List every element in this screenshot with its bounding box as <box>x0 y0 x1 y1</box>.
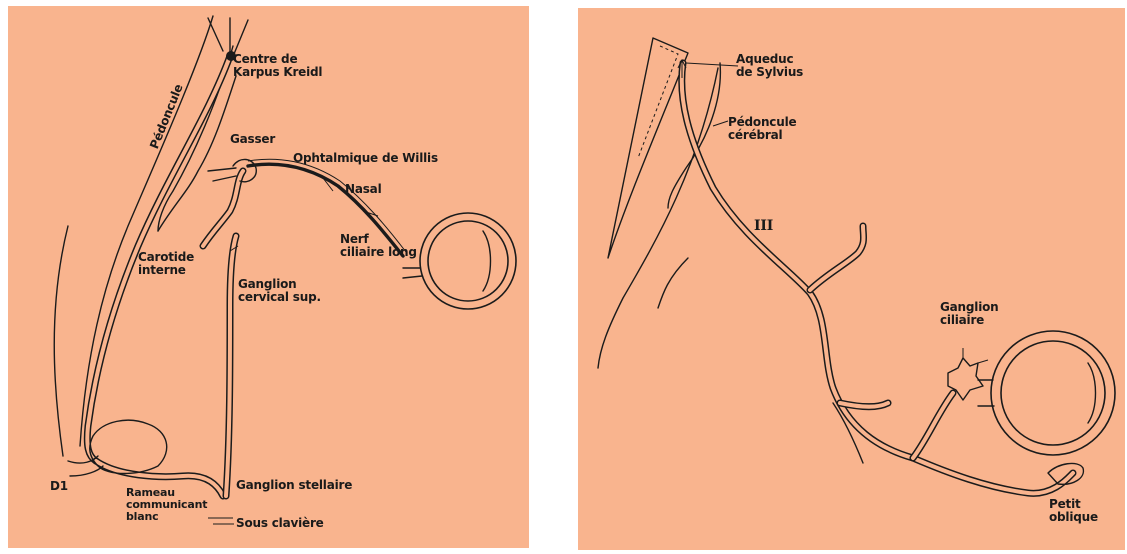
left-eye-optic-stalk <box>403 268 422 278</box>
right-eye-lens <box>1088 363 1096 423</box>
left-eye-inner <box>428 221 508 301</box>
leader-pedoncule <box>713 121 728 126</box>
nerve-branch-superior <box>810 226 864 290</box>
label-pedoncule-cerebral: Pédoncule cérébral <box>728 116 796 142</box>
label-ganglion-stellaire: Ganglion stellaire <box>236 479 352 492</box>
nerve-iii-tube-inner <box>682 63 913 458</box>
right-diagram-drawing <box>578 8 1125 550</box>
sous-claviere-branch <box>208 518 234 524</box>
right-eye-outer <box>991 331 1115 455</box>
gasser-fan <box>208 168 236 181</box>
label-nerf-ciliaire-long: Nerf ciliaire long <box>340 233 417 259</box>
label-ganglion-ciliaire: Ganglion ciliaire <box>940 301 999 327</box>
label-nerve-iii: III <box>754 220 773 233</box>
top-fan-right <box>234 20 248 54</box>
label-rameau-communicant-blanc: Rameau communicant blanc <box>126 487 207 523</box>
label-gasser: Gasser <box>230 133 275 146</box>
label-nasal: Nasal <box>345 183 382 196</box>
label-petit-oblique: Petit oblique <box>1049 498 1098 524</box>
ciliary-roots <box>963 348 988 363</box>
label-carotide-interne: Carotide interne <box>138 251 194 277</box>
right-eye-inner <box>1001 341 1105 445</box>
leader-aqueduc <box>686 63 738 66</box>
right-diagram-panel: Aqueduc de Sylvius Pédoncule cérébral II… <box>578 8 1125 550</box>
label-sous-claviere: Sous clavière <box>236 517 324 530</box>
left-eye-lens <box>483 231 491 291</box>
top-fan-left <box>208 18 223 51</box>
label-ganglion-cervical-sup: Ganglion cervical sup. <box>238 278 321 304</box>
label-ophtalmique-de-willis: Ophtalmique de Willis <box>293 152 438 165</box>
label-centre-de-karpus-kreidl: Centre de Karpus Kreidl <box>233 53 322 79</box>
brainstem-wedge <box>608 38 688 258</box>
label-d1: D1 <box>50 480 68 493</box>
left-diagram-panel: Centre de Karpus Kreidl Pédoncule Gasser… <box>8 6 529 548</box>
nerve-iii-tube <box>682 63 913 458</box>
skull-curve <box>54 226 68 456</box>
left-eye-outer <box>420 213 516 309</box>
brain-floor <box>658 258 688 308</box>
nerve-branch-to-ganglion-inner <box>913 393 953 458</box>
label-aqueduc-de-sylvius: Aqueduc de Sylvius <box>736 53 803 79</box>
brainstem-wedge-shading <box>638 46 678 158</box>
